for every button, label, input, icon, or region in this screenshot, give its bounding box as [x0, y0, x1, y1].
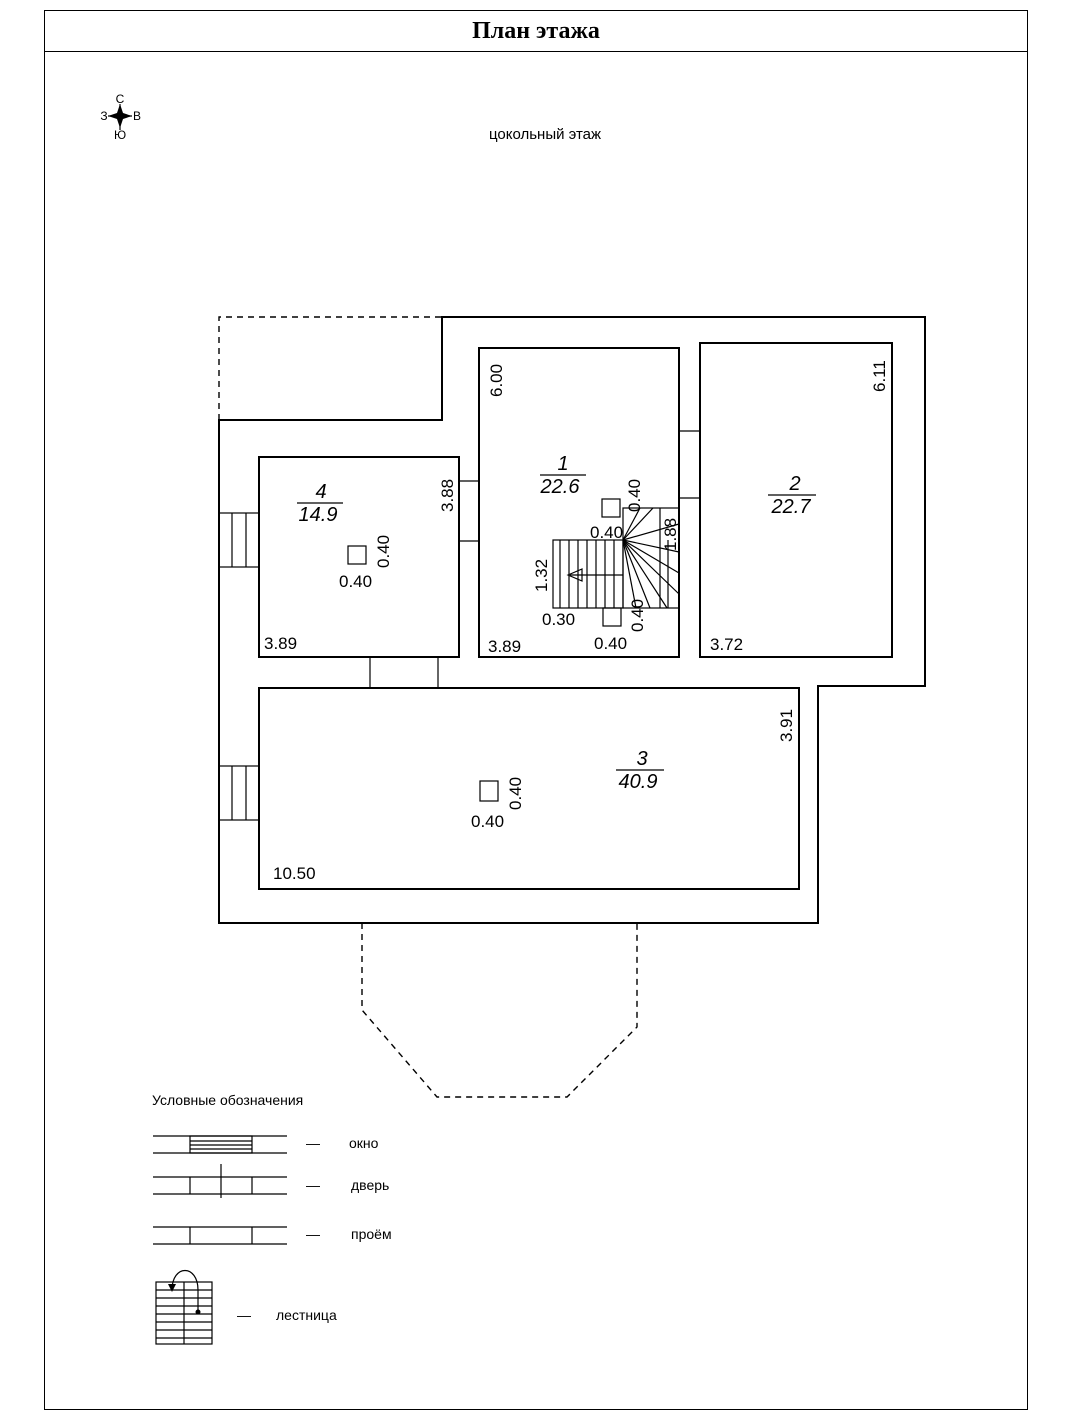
window-west-lower: [218, 765, 260, 821]
exterior-wall: [218, 316, 926, 924]
column-4-height: 0.40: [374, 535, 393, 568]
column-room-3: [479, 780, 499, 802]
room-4-width: 3.89: [264, 634, 297, 653]
dashed-annex: [218, 316, 442, 420]
legend-dash: —: [306, 1226, 320, 1242]
legend-dash: —: [237, 1307, 251, 1323]
column-3-width: 0.40: [471, 812, 504, 831]
column-4-width: 0.40: [339, 572, 372, 591]
legend-door-icon: [153, 1164, 287, 1198]
stair-landing: 1.88: [661, 518, 680, 551]
page-title: План этажа: [472, 17, 600, 44]
title-bar: План этажа: [45, 11, 1027, 52]
room-label-3: 3 40.9: [616, 748, 664, 793]
opening-1-2: [679, 430, 700, 499]
compass-south: Ю: [114, 128, 126, 142]
legend-door-label: дверь: [351, 1177, 389, 1193]
legend-dash: —: [306, 1135, 320, 1151]
stair-width: 1.32: [532, 559, 551, 592]
legend-opening-label: проём: [351, 1226, 392, 1242]
room-1: [478, 347, 680, 658]
room-number: 4: [315, 481, 326, 503]
room-3-height: 3.91: [777, 709, 796, 742]
room-2-height: 6.11: [870, 360, 889, 392]
column-room-1-upper: [601, 498, 621, 518]
window-west-upper: [218, 512, 260, 568]
compass-east: В: [133, 109, 141, 123]
room-4: [258, 456, 460, 658]
legend-opening-icon: [153, 1226, 287, 1245]
room-area: 40.9: [619, 771, 658, 793]
room-3: [258, 687, 800, 890]
room-number: 3: [636, 748, 647, 770]
column-1a-height: 0.40: [625, 479, 644, 512]
room-number: 1: [557, 453, 568, 475]
room-3-width: 10.50: [273, 864, 316, 883]
legend-dash: —: [306, 1177, 320, 1193]
room-4-height: 3.88: [438, 479, 457, 512]
column-1a-width: 0.40: [590, 523, 623, 542]
legend-stair-icon: [155, 1270, 213, 1345]
stair: [552, 507, 680, 609]
room-area: 22.7: [771, 496, 812, 518]
floor-plan-canvas: С Ю З В цокольный этаж: [100, 92, 926, 1345]
room-1-height: 6.00: [487, 364, 506, 397]
room-number: 2: [788, 473, 800, 495]
column-1b-width: 0.40: [594, 634, 627, 653]
room-label-2: 2 22.7: [768, 473, 816, 518]
legend-stair-label: лестница: [276, 1307, 337, 1323]
legend-title: Условные обозначения: [152, 1092, 303, 1108]
opening-4-3: [369, 657, 439, 688]
opening-4-1: [459, 480, 479, 542]
compass-north: С: [116, 92, 125, 106]
room-1-width: 3.89: [488, 637, 521, 656]
floor-label: цокольный этаж: [489, 126, 601, 143]
column-room-1-lower: [602, 607, 622, 627]
legend-window-label: окно: [349, 1135, 379, 1151]
room-2-width: 3.72: [710, 635, 743, 654]
room-area: 14.9: [299, 504, 338, 526]
column-3-height: 0.40: [506, 777, 525, 810]
legend-window-icon: [153, 1135, 287, 1154]
stair-step: 0.30: [542, 610, 575, 629]
room-label-1: 1 22.6: [540, 453, 586, 498]
room-2: [699, 342, 893, 658]
room-area: 22.6: [540, 476, 581, 498]
compass-rose-icon: С Ю З В: [100, 92, 141, 142]
room-label-4: 4 14.9: [297, 481, 343, 526]
compass-west: З: [100, 109, 107, 123]
column-room-4: [347, 545, 367, 565]
dashed-terrace: [361, 923, 638, 1098]
column-1b-height: 0.40: [628, 599, 647, 632]
